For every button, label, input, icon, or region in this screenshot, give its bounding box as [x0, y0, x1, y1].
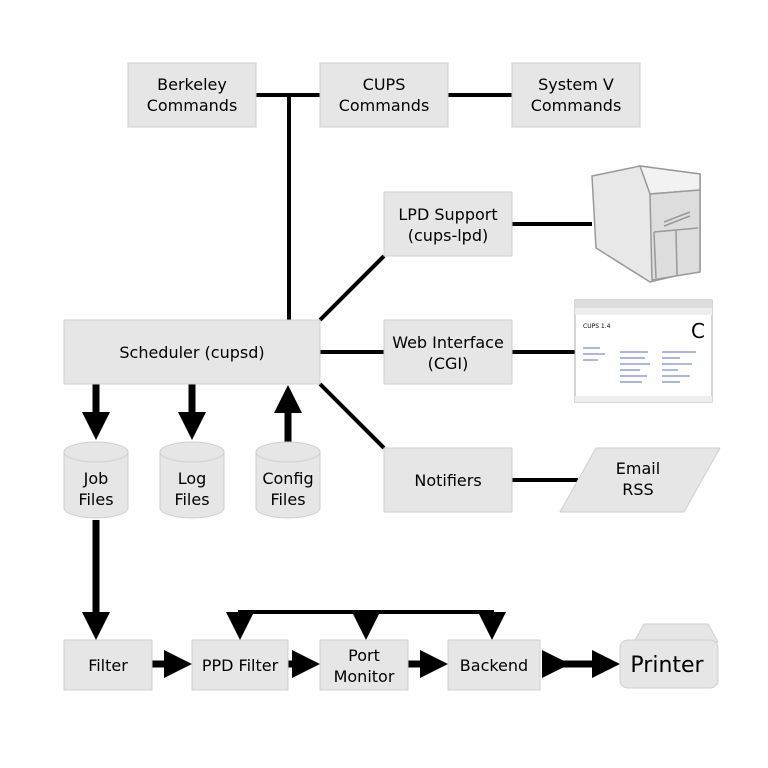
label: PPD Filter	[202, 656, 279, 675]
label: Berkeley	[157, 75, 227, 94]
label: System V	[538, 75, 614, 94]
label: Backend	[460, 656, 528, 675]
label: Files	[174, 490, 209, 509]
label: Files	[78, 490, 113, 509]
filter: Filter	[63, 639, 153, 691]
berkeley-commands: Berkeley Commands	[127, 62, 257, 128]
log-files: Log Files	[159, 441, 225, 519]
ppd-filter: PPD Filter	[191, 639, 289, 691]
port-monitor: Port Monitor	[319, 639, 409, 691]
job-files: Job Files	[63, 441, 129, 519]
label: Commands	[531, 96, 622, 115]
label: (CGI)	[428, 354, 469, 373]
scheduler: Scheduler (cupsd)	[63, 319, 321, 385]
cups-commands: CUPS Commands	[319, 62, 449, 128]
label: Files	[270, 490, 305, 509]
server-tower-icon	[591, 165, 701, 283]
label: Job	[83, 469, 109, 488]
label: Commands	[147, 96, 238, 115]
web-screenshot-title: CUPS 1.4	[583, 323, 611, 330]
connectors	[82, 93, 620, 678]
label: Web Interface	[392, 333, 504, 352]
label: Monitor	[334, 667, 395, 686]
label: Printer	[630, 653, 704, 678]
label: Commands	[339, 96, 430, 115]
label: LPD Support	[398, 205, 497, 224]
backend: Backend	[447, 639, 541, 691]
cups-logo: C	[691, 319, 705, 343]
config-files: Config Files	[255, 441, 321, 519]
systemv-commands: System V Commands	[511, 62, 641, 128]
printer: Printer	[619, 623, 719, 689]
notifiers: Notifiers	[383, 447, 513, 513]
label: Config	[262, 469, 313, 488]
web-page-screenshot: CUPS 1.4 C	[574, 299, 713, 403]
connector-scheduler-lpd	[318, 254, 386, 322]
label: RSS	[622, 480, 653, 499]
web-interface: Web Interface (CGI)	[383, 319, 513, 385]
label: Filter	[88, 656, 128, 675]
email-rss: Email RSS	[559, 447, 721, 513]
label: Port	[348, 646, 380, 665]
label: (cups-lpd)	[408, 226, 488, 245]
label: Scheduler (cupsd)	[119, 343, 264, 362]
label: CUPS	[363, 75, 406, 94]
label: Email	[616, 459, 660, 478]
connector-scheduler-notifiers	[318, 382, 386, 450]
label: Notifiers	[414, 471, 481, 490]
label: Log	[178, 469, 207, 488]
lpd-support: LPD Support (cups-lpd)	[383, 191, 513, 257]
